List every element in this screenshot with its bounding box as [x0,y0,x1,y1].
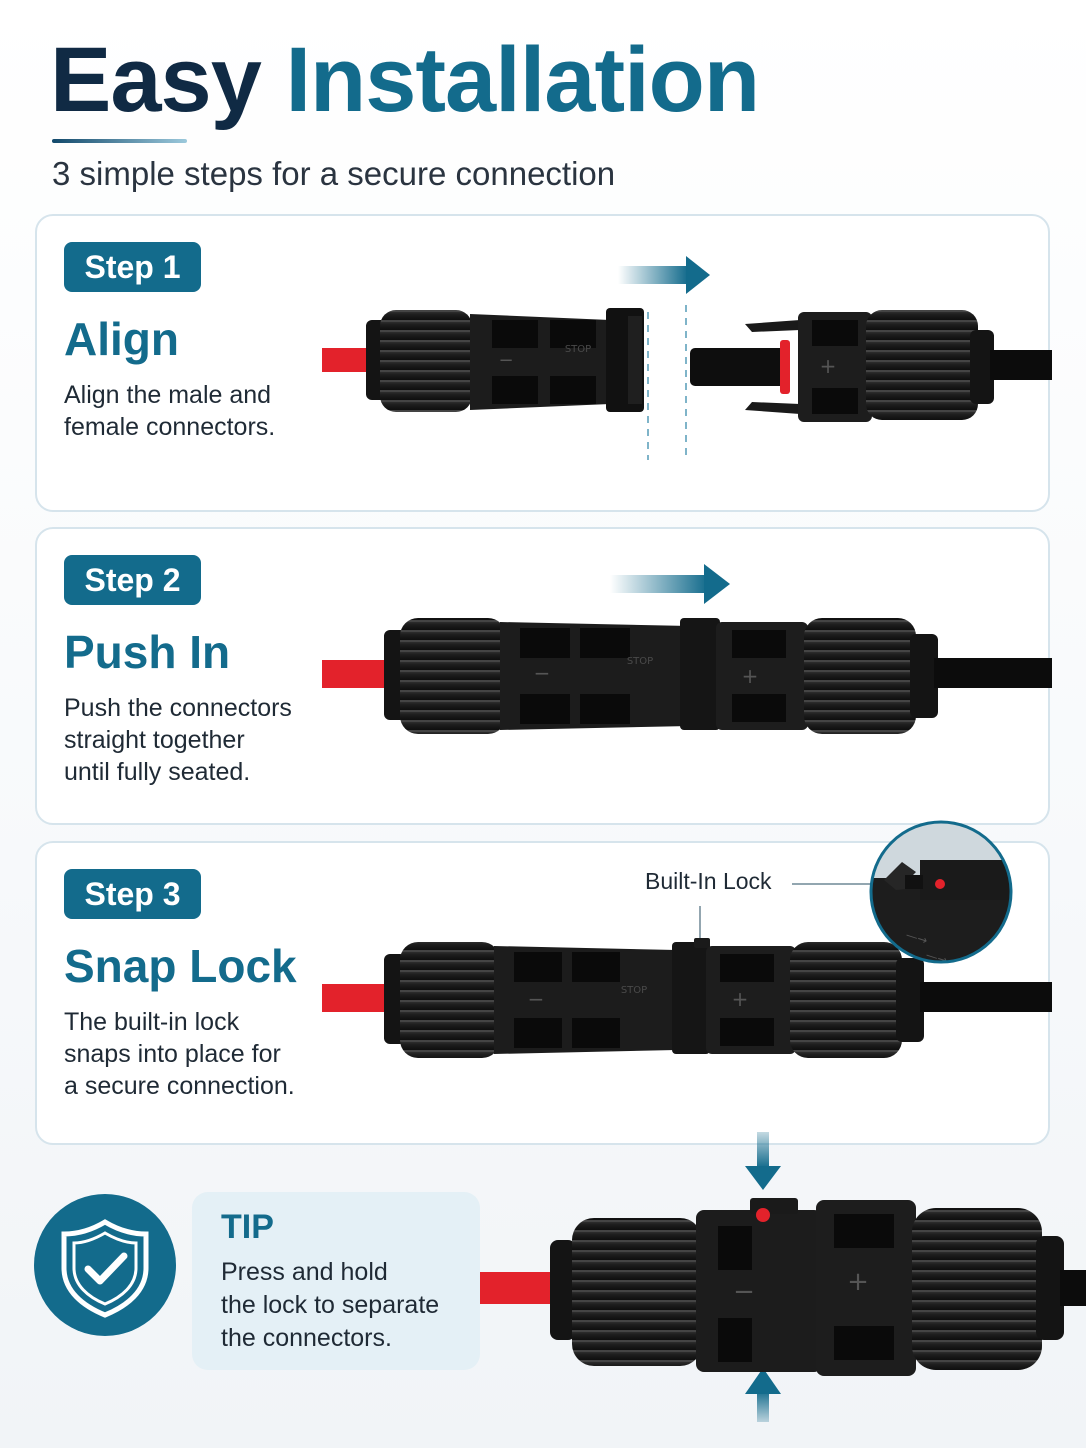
tip-description-line: the connectors. [221,1324,392,1352]
tip-minus-marking: − [733,1277,755,1307]
title-installation: Installation [285,29,760,131]
step-3-description-line: The built-in lock [64,1008,240,1036]
step-1-title: Align [64,313,179,365]
tip-shield-badge [34,1194,176,1336]
step-1-male-connector: + [690,310,1052,422]
red-cable [480,1272,560,1304]
step-1-description: Align the male and female connectors. [64,379,275,443]
tip-title: TIP [221,1208,274,1246]
built-in-lock-label: Built-In Lock [645,868,772,894]
press-arrow-down-icon [745,1132,781,1190]
step-2-description-line: straight together [64,726,245,754]
page-subtitle: 3 simple steps for a secure connection [52,155,616,192]
black-cable [990,350,1052,380]
title-easy: Easy [50,29,262,131]
step-1-plus-marking: + [820,354,837,378]
shield-check-icon [61,1219,149,1318]
step-3-badge: Step 3 [64,869,201,919]
step-1-badge: Step 1 [64,242,201,292]
press-arrow-up-icon [745,1368,781,1422]
step-3-description-line: snaps into place for [64,1040,281,1068]
page-title: Easy Installation [50,29,760,131]
black-cable [934,658,1052,688]
step-3-description: The built-in lock snaps into place for a… [64,1006,295,1102]
step-2-arrow-icon [610,564,730,604]
step-3-locked-connector: STOP − + [322,938,1052,1058]
lock-latch [694,938,710,948]
black-cable [1060,1270,1086,1306]
step-3-minus-marking: − [528,987,545,1011]
step-1-female-connector: STOP − [322,308,644,412]
step-1-stop-marking: STOP [565,344,591,355]
tip-box: TIP Press and hold the lock to separate … [192,1192,480,1370]
lock-indicator [756,1208,770,1222]
step-3-description-line: a secure connection. [64,1072,295,1100]
step-2-description-line: until fully seated. [64,758,251,786]
lock-magnifier: —→ —→ [869,820,1013,964]
black-cable [920,982,1052,1012]
svg-text:—→: —→ [904,928,929,948]
title-underline [52,139,187,143]
red-cable [322,660,392,688]
step-2-description: Push the connectors straight together un… [64,692,292,788]
step-2-description-line: Push the connectors [64,694,292,722]
red-cable [322,984,392,1012]
step-3-stop-marking: STOP [621,985,647,996]
step-3-title: Snap Lock [64,940,297,992]
step-2-plus-marking: + [742,664,759,688]
red-seal-ring [780,340,790,394]
step-2-minus-marking: − [534,661,551,685]
tip-connector: − + [480,1198,1086,1376]
step-3-plus-marking: + [732,987,749,1011]
tip-description: Press and hold the lock to separate the … [221,1256,439,1355]
step-1-description-line: female connectors. [64,413,276,441]
step-2-joined-connector: STOP − + [322,618,1052,734]
step-1-minus-marking: − [498,350,513,371]
tip-description-line: the lock to separate [221,1291,440,1319]
step-2-title: Push In [64,626,231,678]
step-1-description-line: Align the male and [64,381,272,409]
step-1-arrow-icon [618,256,710,294]
step-2-badge: Step 2 [64,555,201,605]
step-2-stop-marking: STOP [627,656,653,667]
tip-plus-marking: + [847,1267,869,1297]
tip-description-line: Press and hold [221,1258,388,1286]
